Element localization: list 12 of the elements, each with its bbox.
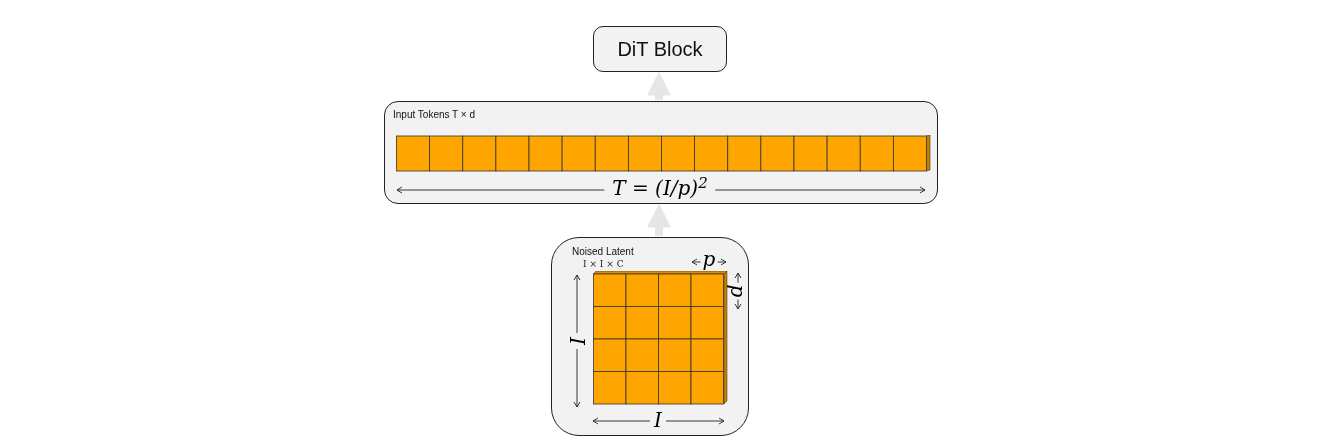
dimension-label: I [567, 333, 587, 349]
block-title: DiT Block [617, 37, 703, 62]
shape-label: I × I × C [583, 260, 624, 269]
panel [551, 237, 749, 436]
dimension-label: I [650, 410, 666, 430]
formula-label: T = (I/p)$^{2}$ [604, 178, 716, 198]
panel-title: Noised Latent [572, 247, 634, 257]
block-box [593, 26, 727, 72]
arrow [647, 71, 671, 100]
panel [384, 101, 938, 204]
panel-title: Input Tokens T × d [393, 110, 475, 120]
arrow [647, 203, 671, 236]
